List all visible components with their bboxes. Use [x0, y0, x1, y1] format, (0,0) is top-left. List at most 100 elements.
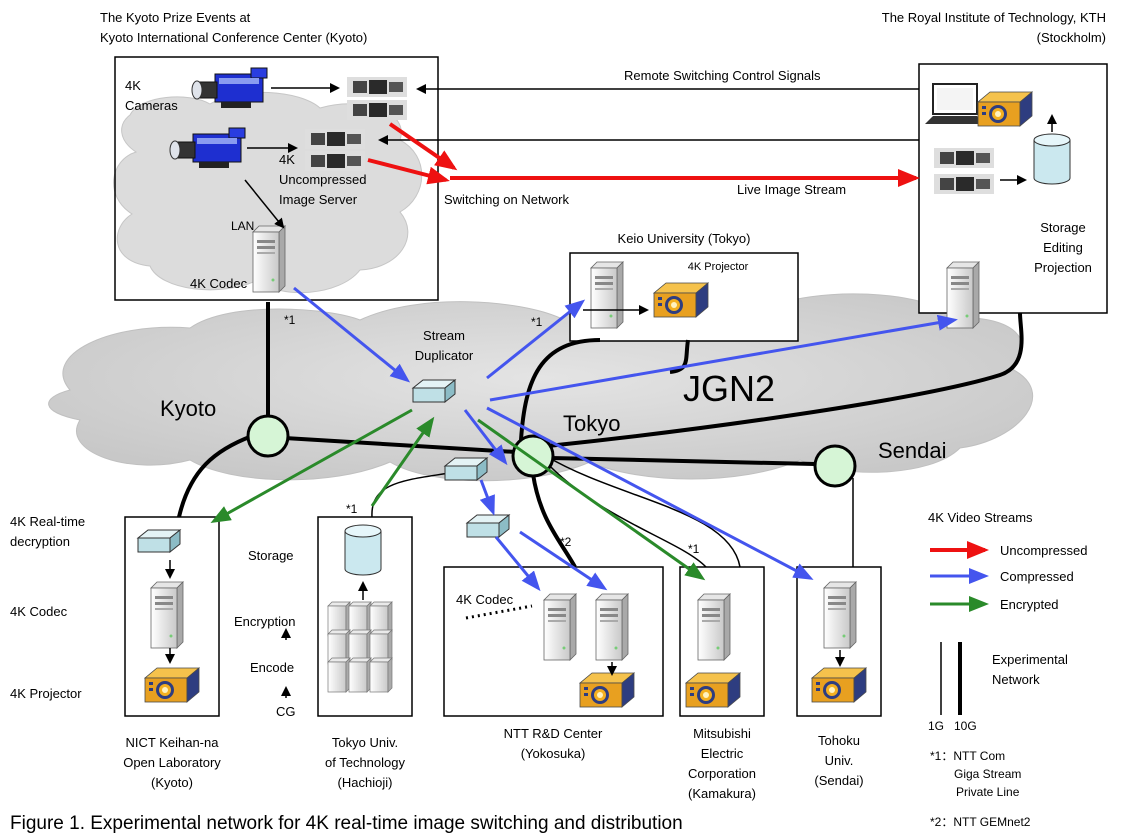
nict-caption-2: Open Laboratory [123, 755, 221, 770]
server-cluster-icon [327, 601, 393, 693]
note1-line2: Giga Stream [954, 767, 1021, 781]
legend-experimental-1: Experimental [992, 652, 1068, 667]
tokyo-tech-caption-1: Tokyo Univ. [332, 735, 398, 750]
storage-icon [1033, 133, 1071, 185]
tokyo-tech-caption-2: of Technology [325, 755, 405, 770]
server-label-2: Uncompressed [279, 172, 366, 187]
kyoto-node [246, 414, 290, 458]
figure-caption: Figure 1. Experimental network for 4K re… [10, 813, 683, 834]
mitsubishi-caption-1: Mitsubishi [693, 726, 751, 741]
tokyo-tech-caption-3: (Hachioji) [338, 775, 393, 790]
live-image-stream-label: Live Image Stream [737, 182, 846, 197]
tohoku-caption-3: (Sendai) [814, 773, 863, 788]
server-icon [946, 261, 980, 329]
sendai-node-label: Sendai [878, 438, 947, 463]
server-icon [823, 581, 857, 649]
image-frame-icon [934, 174, 994, 194]
nict-projector-label: 4K Projector [10, 686, 82, 701]
codec-label: 4K Codec [190, 276, 248, 291]
projector-icon [811, 667, 867, 703]
cameras-label-1: 4K [125, 78, 141, 93]
kyoto-prize-title-1: The Kyoto Prize Events at [100, 10, 251, 25]
kth-label-2: Editing [1043, 240, 1083, 255]
projector-icon [579, 672, 635, 708]
image-frame-icon [347, 100, 407, 120]
legend-encrypted-label: Encrypted [1000, 597, 1059, 612]
nict-caption-3: (Kyoto) [151, 775, 193, 790]
control-arrows [165, 83, 1057, 698]
remote-switching-label: Remote Switching Control Signals [624, 68, 821, 83]
ntt-caption-1: NTT R&D Center [504, 726, 603, 741]
keio-projector-label: 4K Projector [688, 261, 749, 273]
legend-title: 4K Video Streams [928, 510, 1033, 525]
legend-experimental-2: Network [992, 672, 1040, 687]
codec-server-icon [543, 593, 577, 661]
projector-icon [977, 91, 1033, 127]
storage-icon [344, 524, 382, 576]
kth-label-1: Storage [1040, 220, 1086, 235]
kth-title-2: (Stockholm) [1037, 30, 1106, 45]
encrypted-streams [210, 408, 706, 581]
duplicator-tokyo [444, 457, 488, 481]
nict-codec-label: 4K Codec [10, 604, 68, 619]
mitsubishi-caption-3: Corporation [688, 766, 756, 781]
tohoku-caption-2: Univ. [825, 753, 854, 768]
decryption-box [137, 529, 181, 553]
legend-10g-label: 10G [954, 719, 977, 733]
dotted-link [465, 604, 533, 620]
lan-label: LAN [231, 219, 254, 233]
note1-line1: *1：NTT Com [930, 749, 1005, 763]
line-mark-3: *1 [346, 502, 358, 516]
kyoto-prize-title-2: Kyoto International Conference Center (K… [100, 30, 367, 45]
image-frame-icon [305, 151, 365, 171]
jgn2-label: JGN2 [683, 368, 775, 409]
line-mark-2: *1 [531, 315, 543, 329]
kyoto-node-label: Kyoto [160, 396, 216, 421]
tokyo-tech-encode-label: Encode [250, 660, 294, 675]
server-icon [590, 261, 624, 329]
codec-server-icon [150, 581, 184, 649]
projector-icon [144, 667, 200, 703]
mitsubishi-caption-2: Electric [701, 746, 744, 761]
tokyo-tech-storage-label: Storage [248, 548, 294, 563]
projector-icon [685, 672, 741, 708]
stream-duplicator-label-1: Stream [423, 328, 465, 343]
network-links-10g [177, 302, 1024, 568]
note1-line3: Private Line [956, 785, 1020, 799]
sendai-node [813, 444, 857, 488]
legend-uncompressed-label: Uncompressed [1000, 543, 1087, 558]
legend-compressed-label: Compressed [1000, 569, 1074, 584]
tokyo-node-label: Tokyo [563, 411, 620, 436]
nict-caption-1: NICT Keihan-na [126, 735, 220, 750]
codec-server-icon [595, 593, 629, 661]
tokyo-tech-cg-label: CG [276, 704, 296, 719]
note2: *2：NTT GEMnet2 [930, 815, 1031, 829]
server-label-3: Image Server [279, 192, 358, 207]
image-frame-icon [305, 129, 365, 149]
codec-server-icon [252, 225, 286, 293]
cameras-label-2: Cameras [125, 98, 178, 113]
line-mark-5: *1 [688, 542, 700, 556]
kth-label-3: Projection [1034, 260, 1092, 275]
uncompressed-streams [367, 122, 920, 187]
keio-title: Keio University (Tokyo) [618, 231, 751, 246]
laptop-icon [925, 83, 985, 124]
tokyo-tech-encryption-label: Encryption [234, 614, 295, 629]
tohoku-caption-1: Tohoku [818, 733, 860, 748]
duplicator-ntt [466, 514, 510, 538]
image-frame-icon [347, 77, 407, 97]
switching-on-network-label: Switching on Network [444, 192, 569, 207]
line-mark-1: *1 [284, 313, 296, 327]
stream-duplicator [412, 379, 456, 403]
ntt-codec-label: 4K Codec [456, 592, 514, 607]
legend-1g-label: 1G [928, 719, 944, 733]
ntt-caption-2: (Yokosuka) [521, 746, 586, 761]
server-label-1: 4K [279, 152, 295, 167]
stream-duplicator-label-2: Duplicator [415, 348, 474, 363]
compressed-streams [293, 286, 958, 592]
nict-decryption-1: 4K Real-time [10, 514, 85, 529]
mitsubishi-caption-4: (Kamakura) [688, 786, 756, 801]
nict-decryption-2: decryption [10, 534, 70, 549]
image-frame-icon [934, 148, 994, 168]
